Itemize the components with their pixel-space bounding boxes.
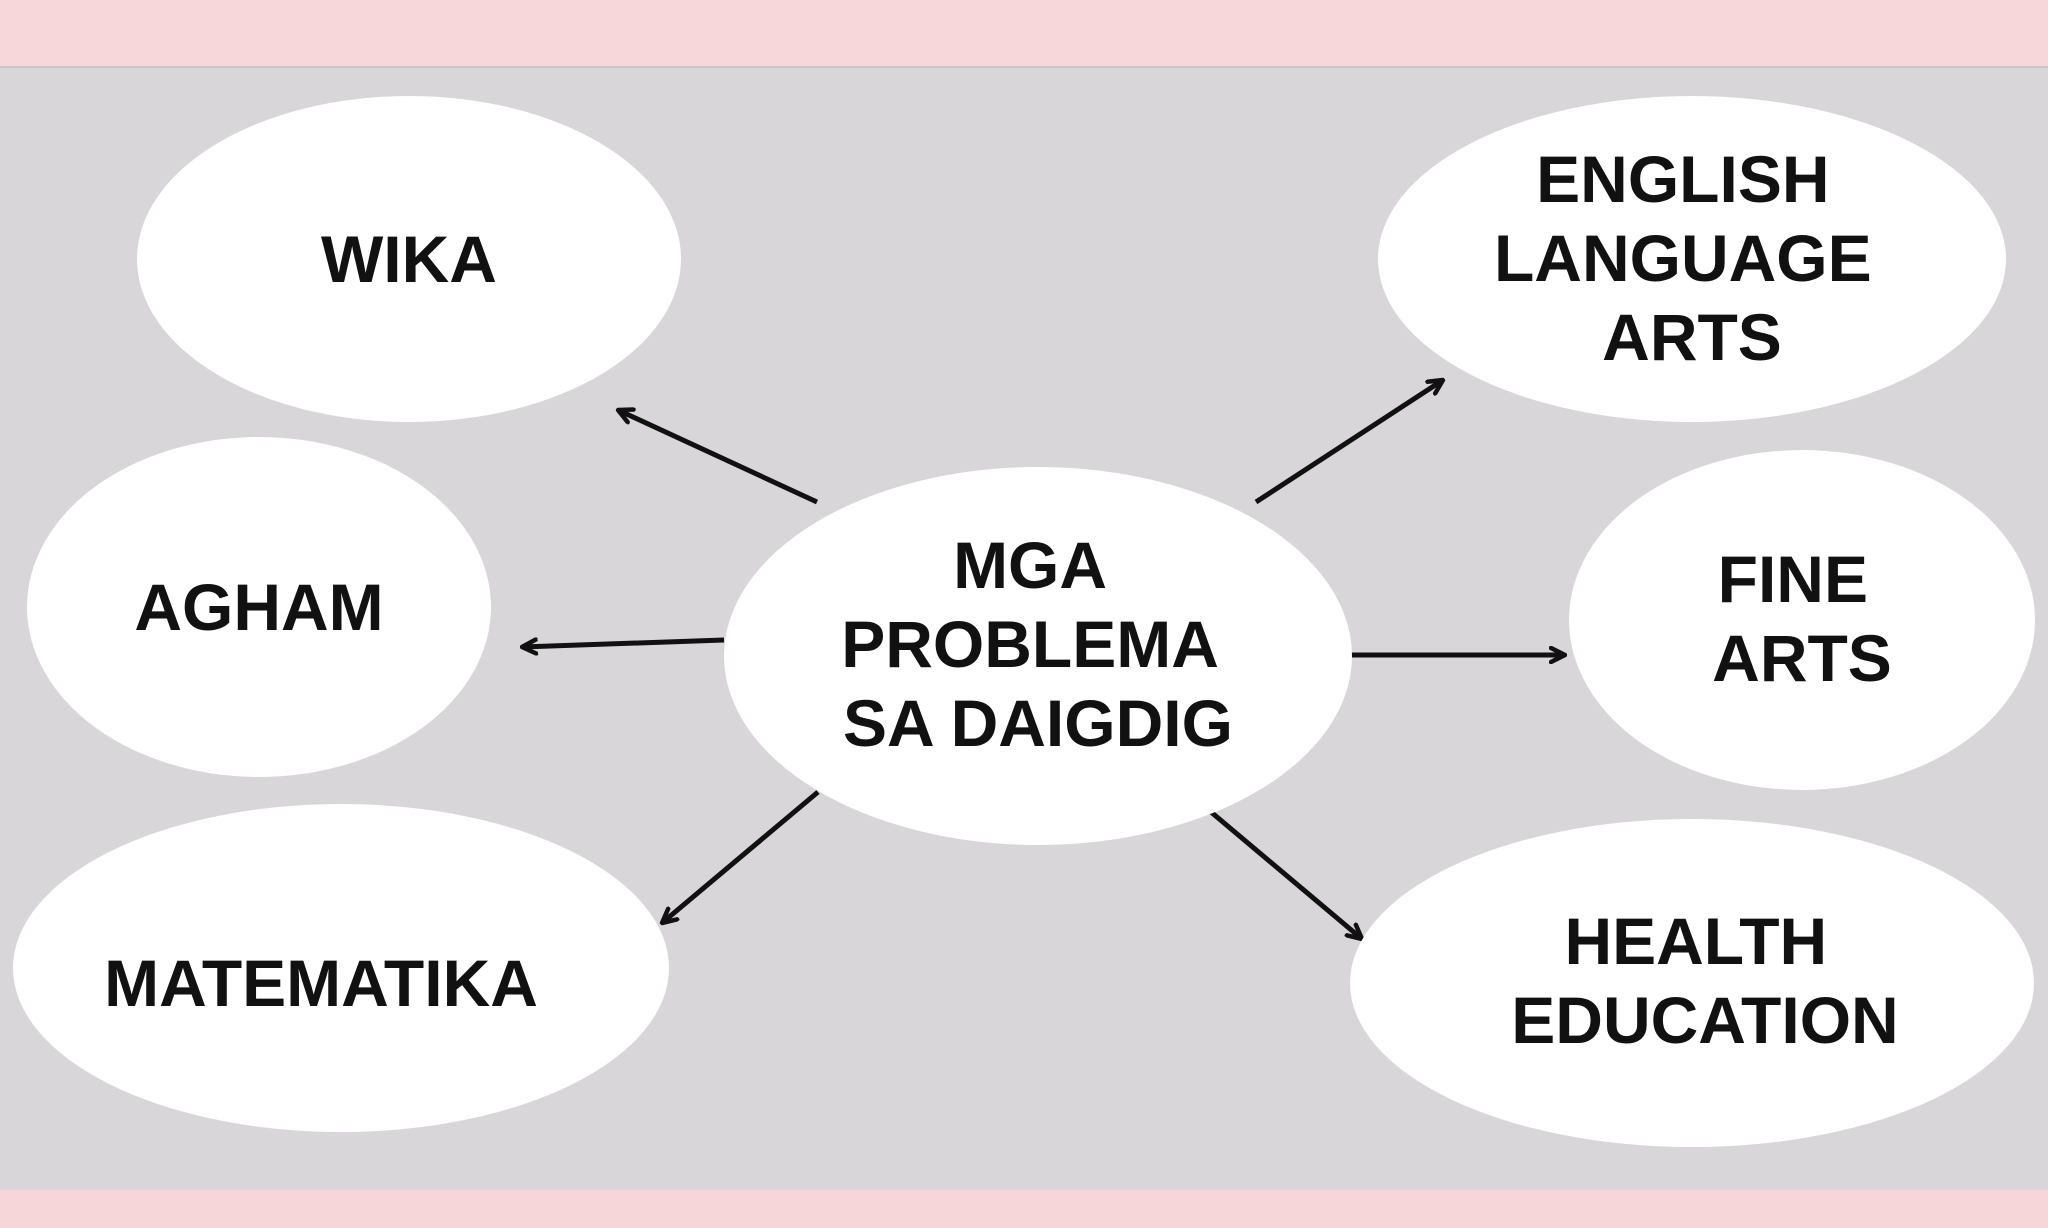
bubble-fine-arts (1569, 450, 2035, 790)
bubble-matematika (13, 804, 669, 1132)
arrow-to-english-language-arts (1254, 380, 1443, 505)
bubble-wika (137, 96, 681, 422)
label-center: MGA PROBLEMA SA DAIGDIG (841, 528, 1235, 760)
bottom-border-band (0, 1190, 2048, 1228)
label-health-education: HEALTH EDUCATION (1511, 904, 1898, 1057)
arrow-to-matematika (662, 790, 820, 923)
top-border-band (0, 0, 2048, 66)
label-fine-arts: FINE ARTS (1712, 542, 1892, 695)
arrow-to-health-education (1209, 810, 1362, 939)
bubble-english-language-arts (1378, 96, 2006, 422)
arrow-to-wika (618, 410, 819, 505)
bubble-center (724, 467, 1352, 845)
arrow-to-agham (522, 640, 725, 647)
label-matematika: MATEMATIKA (104, 946, 538, 1020)
label-agham: AGHAM (134, 570, 383, 644)
bubble-agham (27, 437, 491, 777)
label-english-language-arts: ENGLISH LANGUAGE ARTS (1494, 142, 1890, 374)
bubble-health-education (1350, 819, 2034, 1147)
label-wika: WIKA (321, 222, 497, 296)
